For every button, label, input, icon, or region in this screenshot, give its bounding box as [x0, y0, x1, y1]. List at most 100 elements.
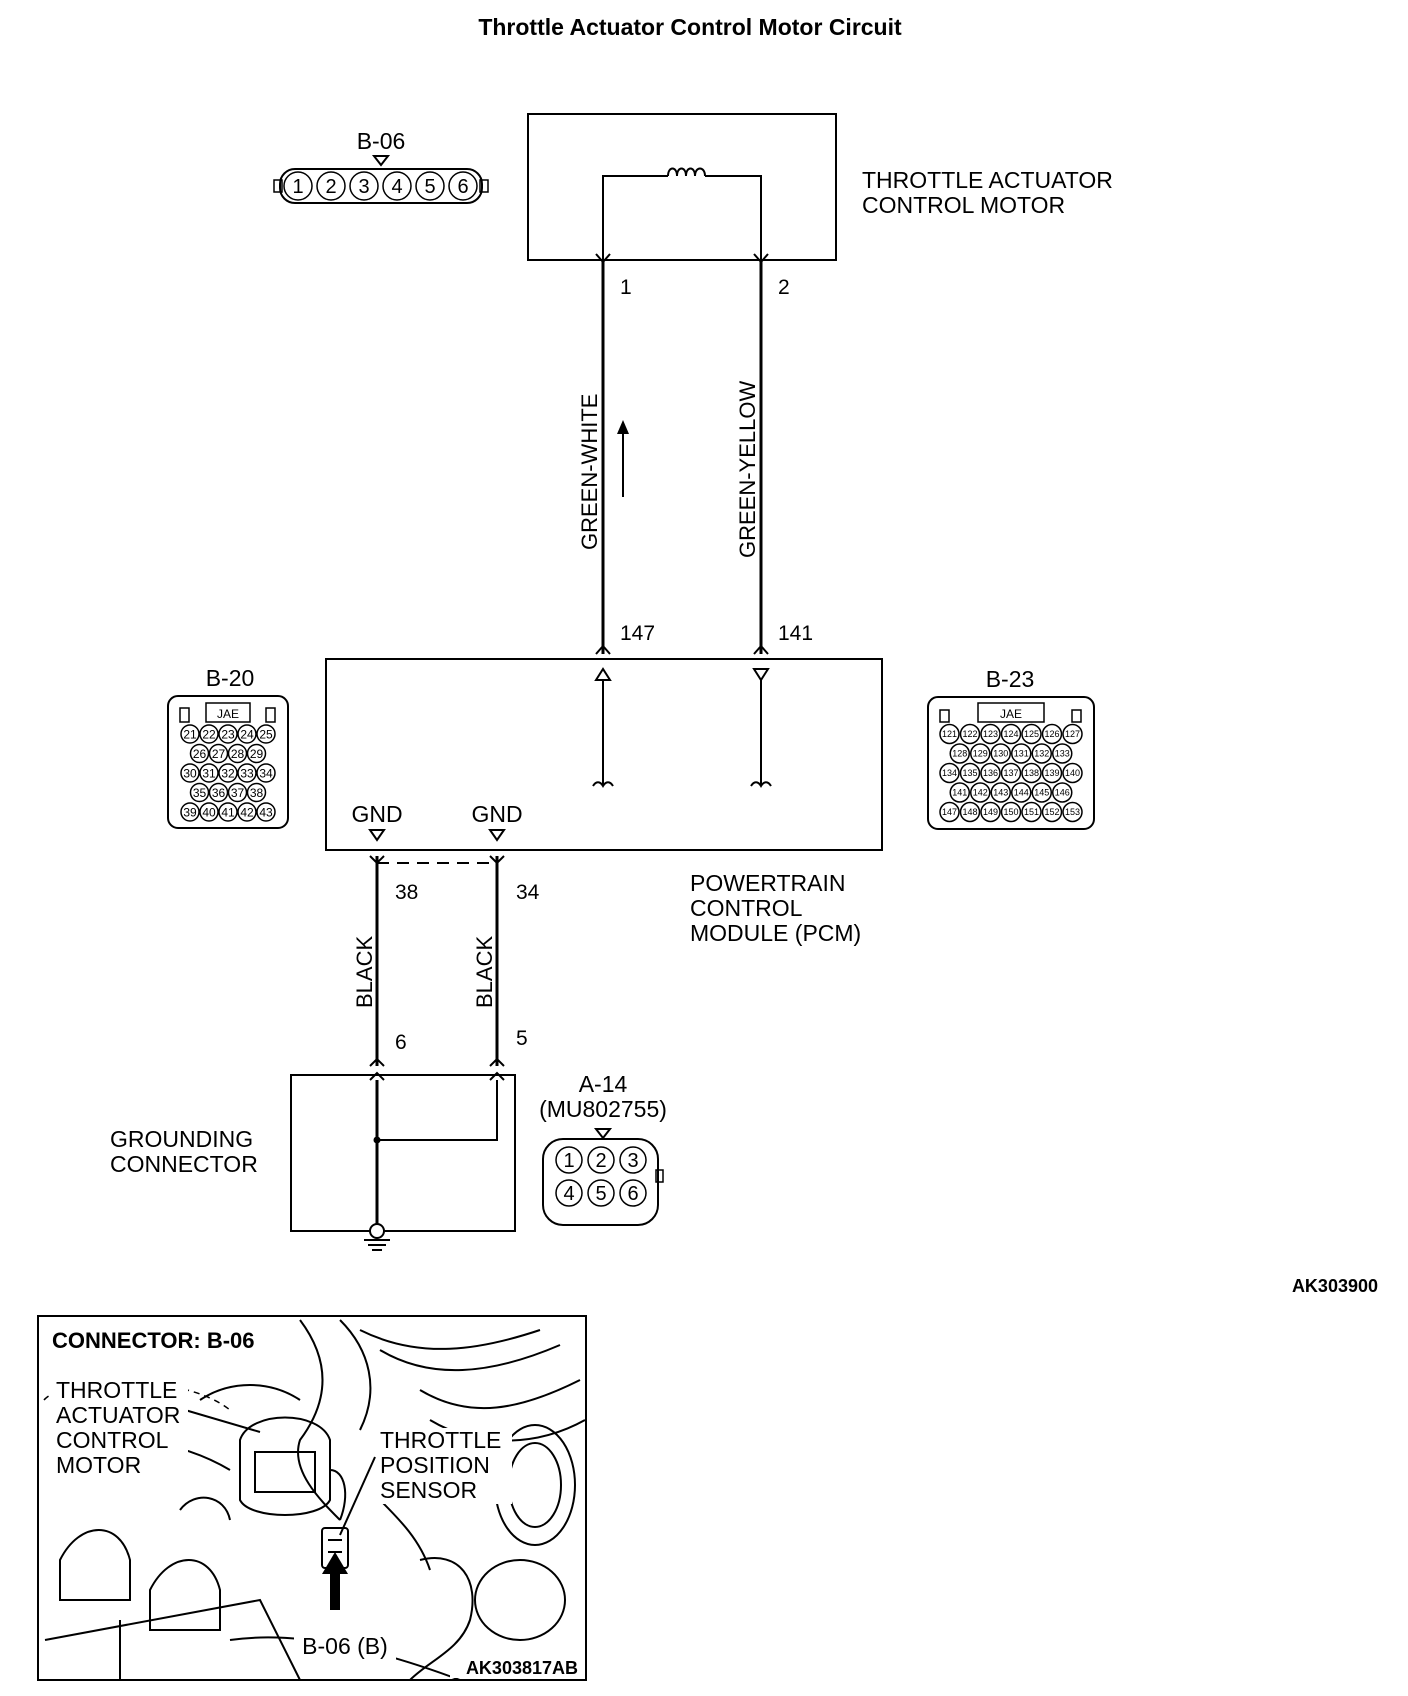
connector-b20-pin: 22 — [202, 727, 216, 741]
connector-b20-pin: 34 — [259, 766, 273, 780]
connector-b23-pin-circle — [1000, 801, 1022, 823]
connector-b23-pin: 153 — [1065, 807, 1080, 817]
connector-b20-pin-circle — [208, 782, 229, 803]
actuator-label-4: MOTOR — [56, 1452, 141, 1478]
connector-b20-pin-circle — [256, 724, 276, 744]
throttle-actuator-motor — [527, 113, 837, 264]
connector-b20-pin-circle — [237, 724, 257, 744]
motor-label-line2: CONTROL MOTOR — [862, 192, 1065, 218]
connector-b20-pin: 28 — [231, 747, 245, 761]
connector-b06-pin: 1 — [292, 176, 303, 198]
connector-b23-pin: 129 — [973, 749, 988, 759]
connector-a14-pin: 5 — [595, 1183, 606, 1205]
connector-b20-pin-circle — [227, 782, 248, 803]
connector-b20-pin: 31 — [202, 766, 216, 780]
connector-b06-pin-circle — [349, 171, 379, 201]
pcm-box — [325, 658, 883, 851]
connector-b23-pin: 141 — [952, 788, 967, 798]
connector-b20-pin: 26 — [193, 747, 207, 761]
connector-b20-pin: 33 — [240, 766, 254, 780]
grounding-pin-5: 5 — [516, 1027, 528, 1050]
ground-symbol-icon — [364, 1239, 390, 1251]
connector-b06-pin-circle — [283, 171, 313, 201]
connector-b20-pin: 41 — [221, 805, 235, 819]
connector-b06b-label: B-06 (B) — [302, 1633, 388, 1659]
connector-b20-pin: 40 — [202, 805, 216, 819]
connector-location-illustration: CONNECTOR: B-06 THROTTLE ACTUATOR CONTRO… — [37, 1315, 587, 1681]
pcm-pin-141: 141 — [778, 622, 813, 645]
connector-b23-pin: 126 — [1044, 729, 1059, 739]
connector-b20-tag: JAE — [217, 707, 239, 721]
connector-a14-pin-circle — [587, 1179, 615, 1207]
connector-b23-pin-circle — [970, 782, 991, 803]
connector-b20-pin: 29 — [250, 747, 264, 761]
connector-b23-pin: 144 — [1014, 788, 1029, 798]
connector-b23-pin: 131 — [1014, 749, 1029, 759]
connector-b23-pin: 135 — [962, 768, 977, 778]
grounding-label-line1: GROUNDING — [110, 1126, 253, 1152]
illustration-title: CONNECTOR: B-06 — [52, 1328, 255, 1353]
connector-b20-pin-circle — [180, 724, 200, 744]
connector-b23-pin: 138 — [1024, 768, 1039, 778]
connector-b23-pin: 122 — [962, 729, 977, 739]
connector-b23-pin: 123 — [983, 729, 998, 739]
connector-b20-pin-circle — [180, 802, 200, 822]
connector-b20-pin-circle — [189, 743, 210, 764]
connector-b23-pin-circle — [939, 801, 960, 823]
actuator-label-3: CONTROL — [56, 1427, 169, 1453]
ground-terminal — [369, 1223, 385, 1239]
connector-b06-pin-circle — [415, 171, 445, 201]
connector-a14-pin-circle — [555, 1146, 583, 1174]
connector-b23-pin-circle — [990, 782, 1011, 803]
connector-b20-pin: 27 — [212, 747, 226, 761]
connector-b20-pin: 21 — [183, 727, 197, 741]
diagram-code: AK303900 — [1292, 1276, 1378, 1296]
connector-b23-pin-circle — [949, 782, 970, 803]
connector-b23-pin: 134 — [942, 768, 957, 778]
connector-b23-pin: 127 — [1065, 729, 1080, 739]
connector-b20-pin-circle — [237, 763, 257, 783]
connector-b23-pin: 137 — [1003, 768, 1018, 778]
connector-b23-pin: 143 — [993, 788, 1008, 798]
wire-label-green-white: GREEN-WHITE — [577, 394, 602, 550]
connector-b20-pin: 36 — [212, 786, 226, 800]
connector-b20-pin: 32 — [221, 766, 235, 780]
connector-b23-pin: 139 — [1044, 768, 1059, 778]
connector-b20-pin-circle — [208, 743, 229, 764]
connector-b20-pin-circle — [218, 802, 238, 822]
connector-b23-pin: 130 — [993, 749, 1008, 759]
connector-a14-part: (MU802755) — [539, 1096, 667, 1122]
connector-b20-pin-circle — [227, 743, 248, 764]
connector-b23-pin-circle — [1000, 762, 1022, 784]
connector-b23-tag: JAE — [1000, 707, 1022, 721]
motor-box — [527, 113, 837, 261]
connector-b23-pin-circle — [959, 723, 981, 745]
connector-b20-pin: 42 — [240, 805, 254, 819]
pcm-gnd-label-left: GND — [351, 801, 402, 827]
connector-b20-pin: 35 — [193, 786, 207, 800]
connector-b23-pin: 128 — [952, 749, 967, 759]
connector-b23-pin-circle — [1041, 723, 1063, 745]
connector-b20-pin-circle — [218, 763, 238, 783]
connector-a14-pin: 4 — [563, 1183, 574, 1205]
connector-b23-pin: 125 — [1024, 729, 1039, 739]
connector-b20-pin: 39 — [183, 805, 197, 819]
wire-label-black-left: BLACK — [352, 936, 377, 1008]
connector-b23-pin: 140 — [1065, 768, 1080, 778]
connector-b23-pin-circle — [980, 762, 1001, 784]
signal-wires — [595, 260, 769, 655]
connector-b23-pin: 145 — [1034, 788, 1049, 798]
motor-pin-1: 1 — [620, 276, 632, 299]
connector-b23-pin: 151 — [1024, 807, 1039, 817]
connector-b23-pin-circle — [990, 743, 1011, 764]
connector-b23-pin-circle — [980, 723, 1001, 745]
connector-b23-pin-circle — [1021, 762, 1042, 784]
connector-b06-pin: 2 — [325, 176, 336, 198]
connector-b23-pin-circle — [1021, 801, 1042, 823]
connector-b06-pin: 5 — [424, 176, 435, 198]
connector-b23-pin: 136 — [983, 768, 998, 778]
connector-a14-pin: 2 — [595, 1150, 606, 1172]
